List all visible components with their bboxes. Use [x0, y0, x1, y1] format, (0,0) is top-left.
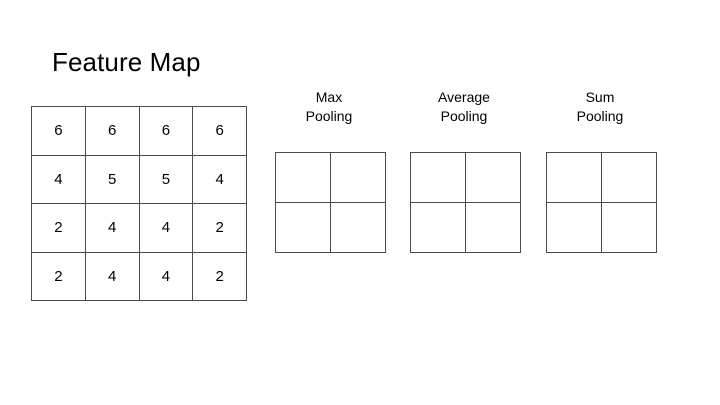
feature-map-cell: 4 — [84, 203, 140, 253]
sum-pooling-cell — [546, 202, 602, 253]
feature-map-cell: 4 — [138, 203, 194, 253]
page-title: Feature Map — [52, 47, 201, 77]
feature-map-cell: 2 — [31, 251, 86, 301]
table-row: 4 5 5 4 — [31, 154, 247, 204]
table-row — [275, 152, 386, 203]
sum-pooling-grid — [546, 152, 657, 253]
max-pooling-label: Max Pooling — [305, 89, 353, 124]
average-pooling-cell — [465, 202, 521, 253]
feature-map-cell: 6 — [192, 106, 247, 156]
max-pooling-cell — [275, 152, 331, 203]
table-row — [410, 202, 521, 253]
feature-map-cell: 6 — [138, 106, 194, 156]
max-pooling-cell — [330, 202, 386, 253]
sum-pooling-cell — [601, 202, 657, 253]
table-row: 2 4 4 2 — [31, 251, 247, 301]
average-pooling-cell — [410, 152, 466, 203]
feature-map-cell: 6 — [31, 106, 86, 156]
sum-pooling-block: Sum Pooling — [546, 88, 657, 253]
table-row — [546, 152, 657, 203]
feature-map-grid: 6 6 6 6 4 5 5 4 2 4 4 2 2 4 4 2 — [31, 106, 247, 301]
sum-pooling-cell — [601, 152, 657, 203]
average-pooling-label: Average Pooling — [438, 89, 490, 124]
feature-map-cell: 6 — [84, 106, 140, 156]
feature-map-cell: 5 — [84, 154, 140, 204]
table-row: 2 4 4 2 — [31, 203, 247, 253]
sum-pooling-cell — [546, 152, 602, 203]
max-pooling-grid — [275, 152, 386, 253]
feature-map-cell: 4 — [192, 154, 247, 204]
sum-pooling-label: Sum Pooling — [576, 89, 624, 124]
average-pooling-cell — [410, 202, 466, 253]
feature-map-cell: 4 — [84, 251, 140, 301]
table-row — [546, 202, 657, 253]
feature-map-cell: 2 — [192, 251, 247, 301]
average-pooling-block: Average Pooling — [410, 88, 521, 253]
feature-map-cell: 4 — [31, 154, 86, 204]
average-pooling-cell — [465, 152, 521, 203]
table-row — [410, 152, 521, 203]
feature-map-cell: 2 — [192, 203, 247, 253]
max-pooling-cell — [330, 152, 386, 203]
max-pooling-block: Max Pooling — [275, 88, 386, 253]
max-pooling-cell — [275, 202, 331, 253]
table-row — [275, 202, 386, 253]
table-row: 6 6 6 6 — [31, 106, 247, 156]
average-pooling-grid — [410, 152, 521, 253]
feature-map-cell: 4 — [138, 251, 194, 301]
feature-map-cell: 5 — [138, 154, 194, 204]
feature-map-cell: 2 — [31, 203, 86, 253]
